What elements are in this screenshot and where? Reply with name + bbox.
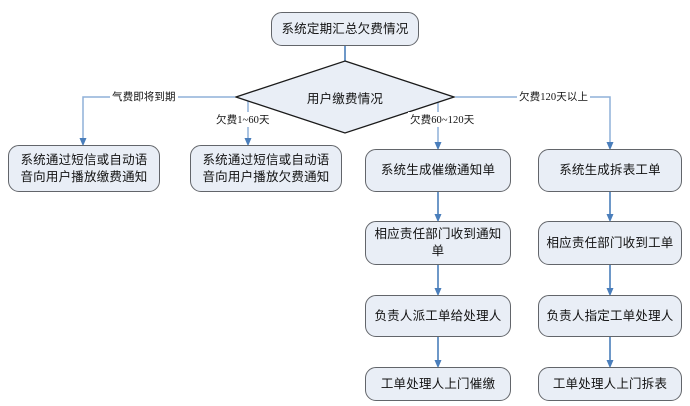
diamond-shape <box>235 60 455 134</box>
node-label: 工单处理人上门催缴 <box>380 376 496 391</box>
node-generate-removal-order[interactable]: 系统生成拆表工单 <box>538 149 682 192</box>
decision-label: 用户缴费情况 <box>306 91 384 106</box>
node-handler-visit-collect[interactable]: 工单处理人上门催缴 <box>365 367 511 401</box>
node-generate-reminder-order[interactable]: 系统生成催缴通知单 <box>365 149 511 192</box>
edge-label-expiring: 气费即将到期 <box>110 89 178 104</box>
edge-label-arrears-60-120: 欠费60~120天 <box>408 112 477 127</box>
node-sms-payment-notice[interactable]: 系统通过短信或自动语音向用户播放缴费通知 <box>8 145 160 192</box>
node-label: 工单处理人上门拆表 <box>552 376 668 391</box>
node-manager-assign-order[interactable]: 负责人派工单给处理人 <box>365 295 511 337</box>
node-label: 系统生成拆表工单 <box>559 163 661 177</box>
node-label: 相应责任部门收到工单 <box>546 235 674 250</box>
node-dept-receive-notice[interactable]: 相应责任部门收到通知单 <box>365 221 511 265</box>
node-summarize-arrears[interactable]: 系统定期汇总欠费情况 <box>271 12 419 46</box>
edge-label-arrears-1-60: 欠费1~60天 <box>214 112 272 127</box>
node-label: 相应责任部门收到通知单 <box>374 227 502 258</box>
node-label: 系统通过短信或自动语音向用户播放欠费通知 <box>202 152 330 184</box>
node-label: 系统生成催缴通知单 <box>380 163 496 177</box>
edge-label-arrears-over-120: 欠费120天以上 <box>517 89 591 104</box>
edge-decision-to-arrears-over-120 <box>455 96 614 151</box>
node-label: 负责人指定工单处理人 <box>546 308 674 323</box>
node-manager-designate-handler[interactable]: 负责人指定工单处理人 <box>538 295 682 337</box>
node-label: 系统定期汇总欠费情况 <box>281 21 409 36</box>
node-dept-receive-order[interactable]: 相应责任部门收到工单 <box>538 221 682 265</box>
node-label: 系统通过短信或自动语音向用户播放缴费通知 <box>20 152 148 184</box>
node-sms-arrears-notice[interactable]: 系统通过短信或自动语音向用户播放欠费通知 <box>190 145 342 192</box>
node-label: 负责人派工单给处理人 <box>374 308 502 323</box>
node-handler-visit-remove[interactable]: 工单处理人上门拆表 <box>538 367 682 401</box>
decision-user-payment-status[interactable]: 用户缴费情况 <box>235 60 455 134</box>
